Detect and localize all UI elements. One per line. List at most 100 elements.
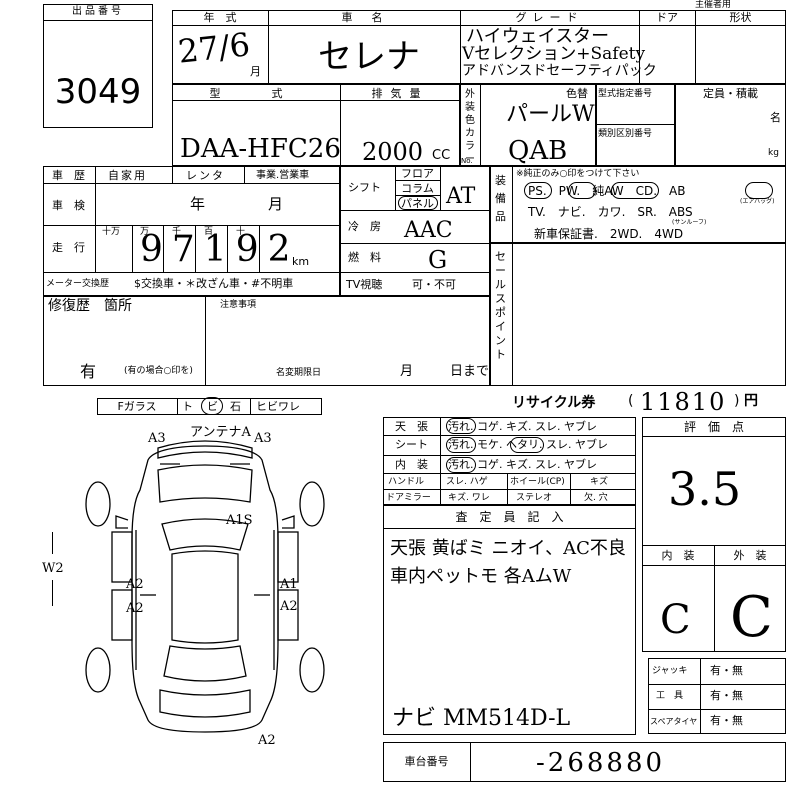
diagram-mark-antenna: アンテナA	[190, 425, 251, 440]
diagram-mark-a2-bottom: A2	[257, 733, 276, 748]
cc-unit: CC	[432, 148, 451, 163]
exterior-grade-label: 外 装	[733, 549, 767, 562]
equipment-sunroof-note: (サンルーフ)	[672, 219, 707, 226]
diagram-mark-w2: W2	[42, 561, 64, 576]
grade-line-2: Vセレクション+Safety	[462, 44, 646, 64]
digit-label-100: 百	[204, 227, 214, 237]
grade-line-3: アドバンスドセーフティパック	[462, 63, 657, 79]
color-code-label: 色替	[566, 87, 588, 100]
car-damage-diagram: A3 アンテナA A3 A1S A2 A2 A1 A2 A2	[85, 425, 325, 748]
condition-interior-options: 汚れ. コゲ. キズ. スレ. ヤブレ	[448, 458, 597, 471]
jack-options: 有・無	[710, 664, 743, 677]
interior-dirt-circle	[446, 457, 476, 473]
chassis-box	[383, 742, 786, 782]
evaluation-score: 3.5	[668, 462, 742, 516]
shift-floor: フロア	[401, 167, 434, 180]
inspection-year-unit: 年	[190, 195, 206, 213]
inspector-note-2: 車内ペットモ 各AムW	[390, 566, 572, 587]
history-box	[43, 166, 340, 296]
renewal-label: 名変期限日	[276, 368, 322, 378]
tools-options: 有・無	[710, 689, 743, 702]
fuel-label: 燃 料	[348, 251, 381, 264]
aw-circle	[611, 182, 659, 199]
glass-item-stone: 石	[230, 400, 241, 413]
shift-column: コラム	[401, 182, 434, 195]
vehicle-info-grid	[172, 10, 786, 84]
equipment-line-3: 新車保証書. 2WD. 4WD	[534, 227, 684, 241]
equipment-label: 装備品	[495, 174, 506, 223]
equipment-line-1: PS. PW. 純AW CD. AB	[528, 184, 686, 198]
tools-box	[648, 658, 786, 734]
grade-line-1: ハイウェイスター	[466, 26, 610, 47]
diagram-mark-a2-right: A2	[279, 599, 298, 614]
renewal-day: 日まで	[450, 364, 490, 379]
cooling-value: AAC	[404, 218, 453, 243]
tv-options: 可・不可	[412, 278, 456, 291]
interior-grade-label: 内 装	[661, 549, 695, 562]
vehicle-history-label: 車 歴	[52, 169, 85, 182]
equipment-line-2: TV. ナビ. カワ. SR. ABS	[528, 205, 693, 219]
car-name-value: セレナ	[318, 37, 420, 77]
mileage-value: 97192	[140, 229, 300, 270]
chassis-label: 車台番号	[404, 755, 449, 768]
inspector-note-1: 天張 黄ばミ ニオイ、AC不良	[390, 538, 626, 559]
model-number-box	[596, 84, 675, 166]
renewal-month: 月	[400, 364, 414, 379]
equipment-airbag-note: (エアバッグ)	[740, 198, 775, 205]
glass-item-to: ト	[182, 400, 193, 413]
shift-panel-circle	[398, 196, 438, 210]
fuel-value: G	[428, 246, 448, 274]
inspection-label: 車 検	[52, 199, 85, 212]
digit-label-10k: 万	[140, 227, 150, 237]
capacity-label: 定員・積載	[703, 87, 758, 100]
capacity-box	[675, 84, 786, 166]
year-value: 27/6	[176, 25, 252, 71]
glass-item-crack: ヒビワレ	[256, 400, 300, 413]
inspector-box	[383, 505, 636, 735]
diagram-mark-a1-right: A1	[279, 577, 298, 592]
mirror-options: キズ. ワレ	[448, 493, 490, 503]
grade-label: グレード	[515, 11, 584, 24]
diagram-mark-a2-left-lower: A2	[125, 601, 144, 616]
recycle-label: リサイクル券	[512, 395, 596, 411]
mirror-label: ドアミラー	[386, 493, 431, 503]
repair-label: 修復歴 箇所	[48, 298, 132, 314]
recycle-paren-open: (	[628, 393, 634, 409]
model-value: DAA-HFC26	[180, 134, 341, 164]
capacity-unit-kg: kg	[768, 148, 779, 158]
displacement-value: 2000	[362, 138, 424, 166]
repair-box	[43, 296, 490, 386]
model-displacement-box	[172, 84, 460, 166]
year-type-label: 年 式	[203, 11, 237, 24]
interior-grade-value: C	[660, 597, 691, 643]
navi-note: ナビ MM514D-L	[392, 706, 571, 731]
handle-options: スレ. ハゲ	[446, 477, 488, 487]
door-label: ドア	[656, 11, 678, 24]
condition-ceiling-options: 汚れ. コゲ. キズ. スレ. ヤブレ	[448, 420, 597, 433]
digit-label-100k: 十万	[102, 227, 121, 237]
jack-label: ジャッキ	[652, 666, 688, 676]
inspector-label: 査 定 員 記 入	[455, 510, 564, 524]
sales-point-box	[490, 243, 786, 386]
sales-point-label: セールスポイント	[495, 250, 506, 361]
equipment-box	[490, 166, 786, 243]
inspection-month-unit: 月	[268, 195, 284, 213]
lot-number: 3049	[54, 72, 142, 112]
shift-value: AT	[446, 184, 476, 209]
exterior-color-label: 外装色カラー	[465, 89, 475, 165]
cooling-label: 冷 房	[348, 220, 381, 233]
history-private-use: 自家用	[108, 169, 147, 182]
shift-box	[340, 166, 490, 296]
diagram-mark-a3-left: A3	[147, 431, 166, 446]
condition-seat-label: シート	[395, 438, 428, 451]
diagram-mark-a2-left-upper: A2	[125, 577, 144, 592]
history-business: 事業.営業車	[256, 170, 310, 181]
meter-exchange-label: メーター交換歴	[46, 279, 110, 289]
no-label: No.	[461, 157, 473, 165]
recycle-paren-close: )	[734, 393, 740, 409]
class-number-label: 類別区別番号	[598, 129, 653, 139]
model-number-label: 型式指定番号	[598, 89, 653, 99]
mileage-label: 走 行	[52, 241, 85, 254]
shift-panel: パネル	[401, 197, 434, 210]
color-name-value: パールW	[506, 102, 595, 127]
